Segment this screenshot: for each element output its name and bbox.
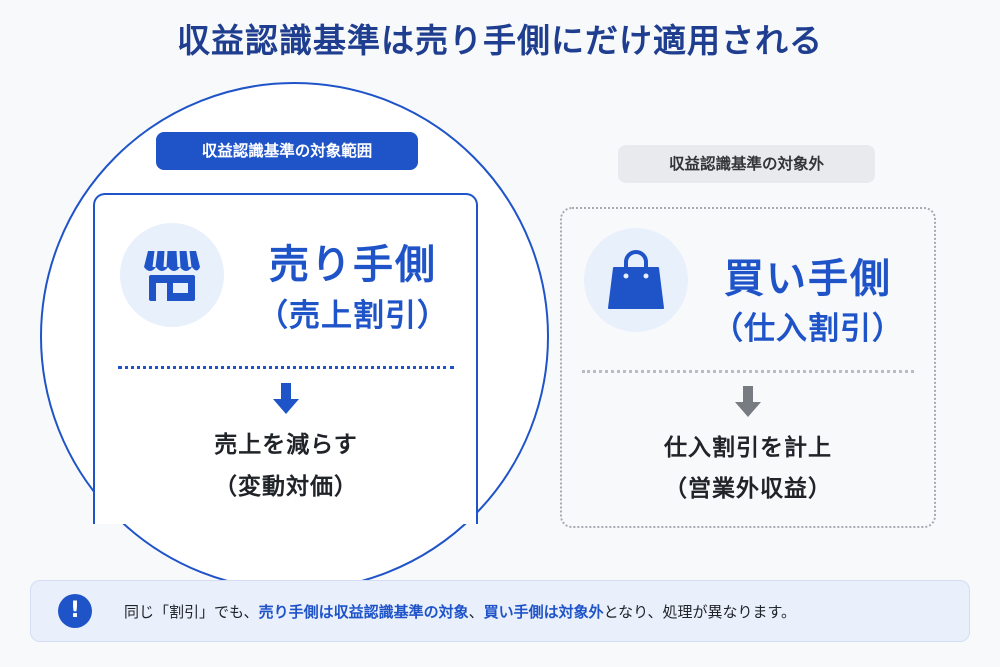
seller-heading: 売り手側 [269, 242, 437, 288]
arrow-down-icon [273, 383, 299, 414]
buyer-icon-bg [584, 228, 688, 332]
note-text: 同じ「割引」でも、売り手側は収益認識基準の対象、買い手側は対象外となり、処理が異… [124, 581, 796, 643]
note-highlight-buyer: 買い手側は対象外 [483, 603, 604, 621]
page-title: 収益認識基準は売り手側にだけ適用される [177, 21, 823, 60]
arrow-down-icon [735, 386, 761, 417]
note-part: となり、処理が異なります。 [603, 603, 797, 621]
store-icon [144, 250, 200, 301]
note-highlight-seller: 売り手側は収益認識基準の対象 [258, 603, 469, 621]
shopping-bag-icon [608, 250, 664, 309]
in-scope-badge: 収益認識基準の対象範囲 [156, 132, 418, 170]
buyer-result-line2: （営業外収益） [664, 476, 832, 502]
exclamation-icon: ! [58, 594, 92, 628]
buyer-divider [582, 370, 914, 373]
seller-result-line2: （変動対価） [214, 474, 358, 500]
buyer-result-line1: 仕入割引を計上 [664, 435, 832, 461]
buyer-heading: 買い手側 [724, 256, 892, 302]
seller-subheading: （売上割引） [257, 298, 449, 334]
note-box: ! 同じ「割引」でも、売り手側は収益認識基準の対象、買い手側は対象外となり、処理… [30, 580, 970, 642]
out-of-scope-badge: 収益認識基準の対象外 [618, 145, 875, 183]
seller-icon-bg [120, 223, 224, 327]
note-part: 、 [468, 603, 484, 621]
seller-result-line1: 売上を減らす [214, 432, 358, 458]
buyer-subheading: （仕入割引） [712, 311, 904, 347]
seller-divider [118, 366, 454, 369]
note-part: 同じ「割引」でも、 [124, 603, 259, 621]
